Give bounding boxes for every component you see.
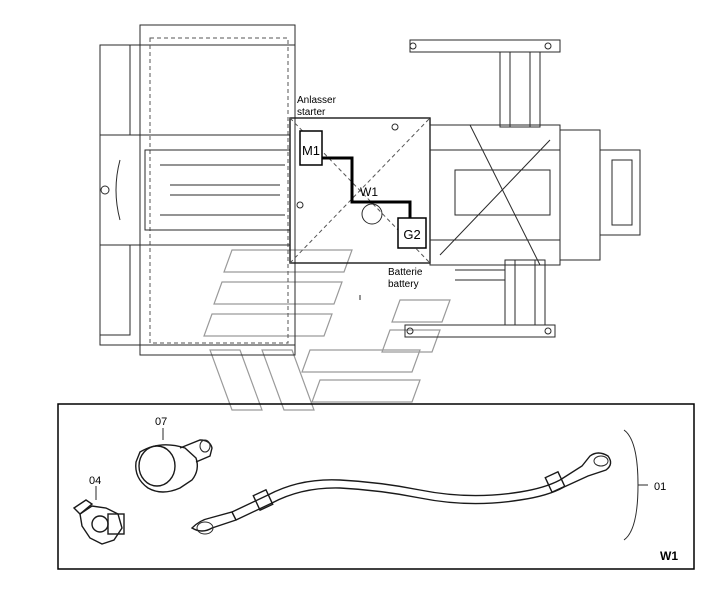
machine-outline <box>99 24 641 356</box>
g2-battery-box: G2 <box>397 217 427 249</box>
part-01-battery-cable <box>190 429 648 541</box>
g2-label: G2 <box>403 227 420 242</box>
part-04-label: 04 <box>89 475 101 487</box>
w1-cable-label: W1 <box>360 185 378 199</box>
watermark-logo <box>203 249 451 411</box>
battery-label-de: Batterie <box>388 267 423 278</box>
m1-label: M1 <box>302 143 320 158</box>
starter-label-en: starter <box>297 107 326 118</box>
starter-label-de: Anlasser <box>297 95 337 106</box>
part-01-label: 01 <box>654 481 666 493</box>
part-04-clamp <box>72 486 125 545</box>
m1-starter-box: M1 <box>299 130 323 166</box>
parts-panel <box>57 403 695 570</box>
part-07-terminal-cap <box>135 428 213 493</box>
battery-label-en: battery <box>388 279 419 290</box>
w1-cable-path <box>322 156 412 218</box>
panel-title: W1 <box>660 549 678 563</box>
part-07-label: 07 <box>155 416 167 428</box>
